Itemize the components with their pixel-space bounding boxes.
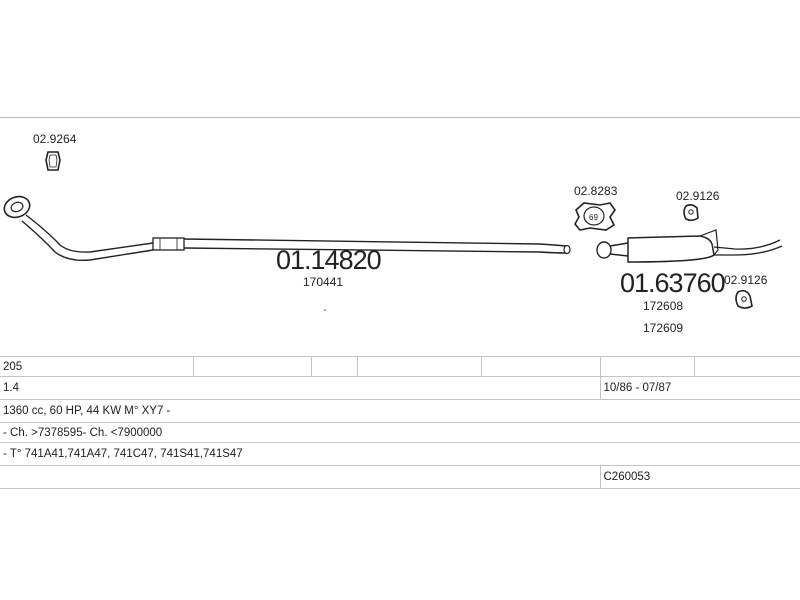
rear-silencer-part[interactable]: [596, 229, 783, 263]
rubber-mount-top-part[interactable]: [683, 204, 699, 222]
rubber-mount-icon: [683, 204, 699, 222]
hanger-center-code: 02.8283: [574, 184, 618, 198]
top-border-line: [0, 117, 800, 118]
front-pipe-reference: 170441: [303, 275, 343, 289]
front-flange-icon: [3, 195, 31, 219]
table-cell: [600, 356, 695, 377]
engine-spec-cell: 1360 cc, 60 HP, 44 KW M° XY7 -: [0, 399, 800, 423]
table-row: - T° 741A41,741A47, 741C47, 741S41,741S4…: [0, 442, 800, 466]
rubber-mount-bottom-code: 02.9126: [724, 273, 768, 287]
front-pipe-part[interactable]: [1, 193, 571, 262]
rubber-mount-icon: [735, 289, 753, 309]
rubber-mount-bottom-part[interactable]: [735, 289, 753, 309]
dot-mark: [324, 309, 326, 311]
vehicle-fitment-table: 205 1.4 10/86 - 07/87 1360 cc, 60 HP, 44…: [0, 356, 800, 489]
engine-cell: 1.4: [0, 376, 601, 400]
table-row: 1360 cc, 60 HP, 44 KW M° XY7 -: [0, 399, 800, 423]
table-cell: [481, 356, 601, 377]
table-cell: [357, 356, 482, 377]
table-row: 1.4 10/86 - 07/87: [0, 376, 800, 400]
table-cell: [694, 356, 800, 377]
rear-silencer-reference-2: 172609: [643, 321, 683, 335]
rear-silencer-code: 01.63760: [620, 268, 725, 298]
front-pipe-clamp-part[interactable]: [45, 151, 61, 171]
table-cell: [311, 356, 358, 377]
catalog-code-cell: C260053: [600, 465, 800, 489]
table-cell: [0, 465, 601, 489]
model-cell: 205: [0, 356, 194, 377]
table-row: C260053: [0, 465, 800, 489]
table-row: - Ch. >7378595- Ch. <7900000: [0, 422, 800, 443]
period-cell: 10/86 - 07/87: [600, 376, 800, 400]
type-codes-cell: - T° 741A41,741A47, 741C47, 741S41,741S4…: [0, 442, 800, 466]
silencer-box-icon: [627, 235, 715, 263]
hanger-center-badge: 69: [589, 213, 598, 222]
chassis-range-cell: - Ch. >7378595- Ch. <7900000: [0, 422, 800, 443]
hanger-center-part[interactable]: [574, 202, 616, 231]
rubber-mount-top-code: 02.9126: [676, 189, 720, 203]
rear-silencer-reference-1: 172608: [643, 299, 683, 313]
table-cell: [193, 356, 312, 377]
table-row: 205: [0, 356, 800, 377]
front-pipe-clamp-code: 02.9264: [33, 132, 77, 146]
front-pipe-code: 01.14820: [276, 245, 381, 275]
